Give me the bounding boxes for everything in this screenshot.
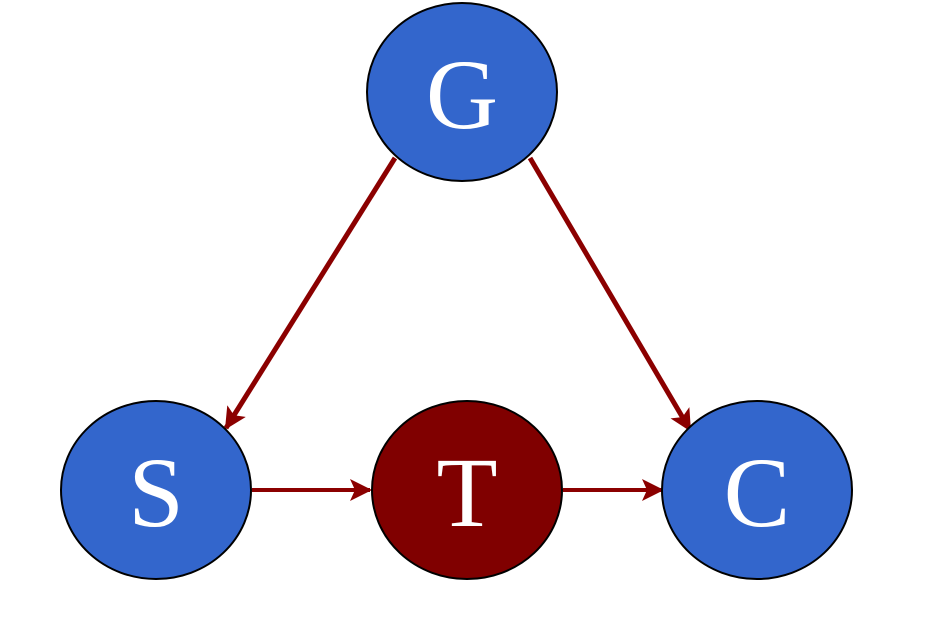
node-c-label: C [724,437,791,548]
node-g: G [366,2,558,182]
node-t-label: T [436,437,497,548]
edge-g-to-s [223,156,398,430]
node-c: C [661,400,853,580]
node-s: S [60,400,252,580]
edge-g-to-c [527,156,693,432]
node-g-label: G [426,39,498,150]
node-t: T [371,400,563,580]
node-s-label: S [128,437,184,548]
